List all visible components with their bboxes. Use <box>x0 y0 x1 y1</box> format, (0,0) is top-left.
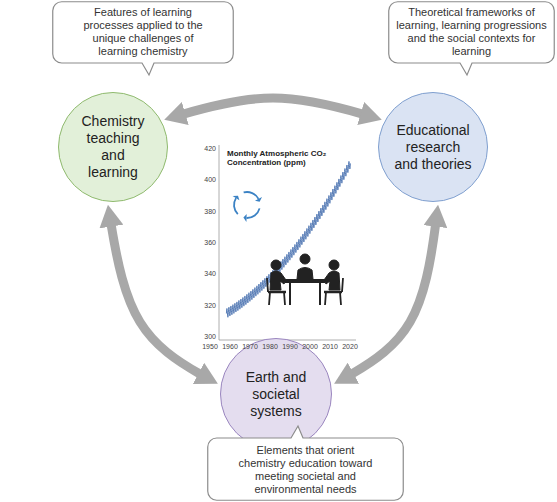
person-body <box>270 271 286 290</box>
callout-text-box: Features of learning processes applied t… <box>52 1 234 63</box>
co2-curve-group <box>226 161 350 317</box>
concept-circle: Chemistry teaching and learning <box>58 92 168 202</box>
axis-tick-label: 320 <box>204 302 216 310</box>
double-arrow <box>334 205 438 384</box>
axis-tick-label: 300 <box>204 333 216 341</box>
circle-label: Educational research and theories <box>394 122 472 173</box>
callout-shape <box>389 2 555 75</box>
table-top <box>285 279 325 283</box>
chart-title: Monthly Atmospheric CO₂ Concentration (p… <box>227 149 337 167</box>
cycle-arrow-head <box>255 197 262 202</box>
axis-tick-label: 2000 <box>302 343 318 351</box>
callout-text-box: Elements that orient chemistry education… <box>207 438 404 501</box>
concept-circle: Earth and societal systems <box>220 338 332 450</box>
callout-text: Features of learning processes applied t… <box>78 6 208 58</box>
concept-circle: Educational research and theories <box>378 92 488 202</box>
person-body <box>297 268 313 280</box>
cycle-arrow-head <box>233 196 240 201</box>
person-head <box>300 254 310 264</box>
axis-tick-label: 400 <box>204 176 216 184</box>
chair-legs <box>267 278 285 305</box>
double-arrow <box>164 98 382 120</box>
axis-tick-label: 1990 <box>282 343 298 351</box>
axis-tick-label: 420 <box>204 145 216 153</box>
cycle-arc <box>247 208 260 218</box>
axis-tick-label: 2010 <box>322 343 338 351</box>
people-at-table-icon <box>267 254 343 305</box>
double-arrow <box>108 205 218 384</box>
co2-curve <box>226 161 350 317</box>
circle-label: Chemistry teaching and learning <box>77 113 149 181</box>
table-legs <box>290 283 320 305</box>
axis-tick-label: 380 <box>204 208 216 216</box>
axis-tick-label: 1970 <box>242 343 258 351</box>
callout-bubble: Features of learning processes applied t… <box>52 1 234 76</box>
callout-bubble: Theoretical frameworks of learning, lear… <box>388 1 555 76</box>
callout-shape <box>208 426 404 500</box>
axis-tick-label: 340 <box>204 270 216 278</box>
callout-shape <box>53 2 234 75</box>
person-head <box>329 260 339 270</box>
person-body <box>324 271 340 290</box>
callout-text: Elements that orient chemistry education… <box>235 444 377 496</box>
axis-tick-label: 2020 <box>342 343 358 351</box>
y-axis-line <box>219 145 220 340</box>
chair-legs <box>325 278 343 305</box>
axis-tick-label: 360 <box>204 239 216 247</box>
axis-tick-label: 1980 <box>262 343 278 351</box>
callout-bubble: Elements that orient chemistry education… <box>207 425 404 501</box>
cycle-arrow-head <box>243 214 246 222</box>
callout-text-box: Theoretical frameworks of learning, lear… <box>388 1 555 63</box>
cycle-arc <box>244 192 259 199</box>
cycle-arrows-icon <box>233 192 262 222</box>
cycle-arc <box>234 198 238 214</box>
circle-label: Earth and societal systems <box>236 369 316 420</box>
axis-tick-label: 1950 <box>202 343 218 351</box>
callout-text: Theoretical frameworks of learning, lear… <box>393 6 551 58</box>
axis-tick-label: 1960 <box>222 343 238 351</box>
person-head <box>271 260 281 270</box>
